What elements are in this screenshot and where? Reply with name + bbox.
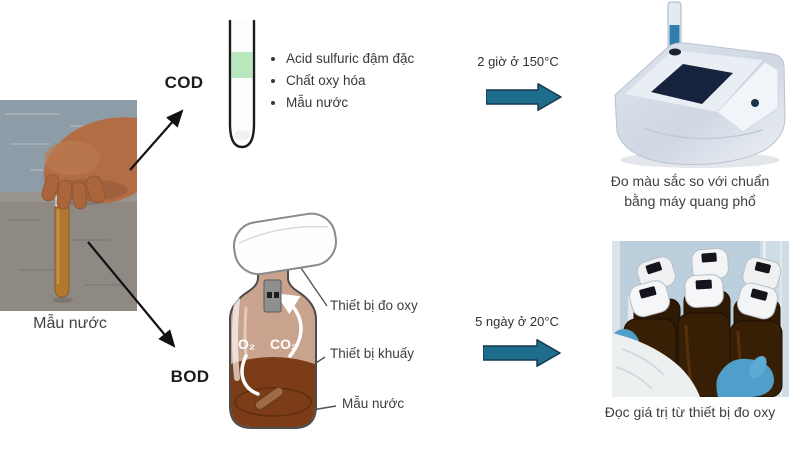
cod-flow-arrow (129, 109, 184, 171)
oxygen-sensor-label: Thiết bị đo oxy (330, 298, 418, 313)
machine-screen (651, 64, 733, 104)
lab-cloth (612, 333, 700, 397)
water-sample-photo (0, 100, 137, 311)
o2-gas-label: O₂ (238, 336, 255, 352)
sensor-cap (233, 212, 337, 276)
cod-process-label: 2 giờ ở 150°C (477, 54, 559, 69)
co2-gas-label: CO₂ (270, 336, 297, 352)
bod-flow-arrow (87, 241, 176, 348)
bod-bottles-photo (612, 241, 789, 397)
reagent-item: Acid sulfuric đậm đặc (286, 51, 466, 66)
spectrophotometer-illustration (614, 1, 786, 168)
reagent-item: Chất oxy hóa (286, 73, 466, 88)
sample-caption: Mẫu nước (33, 315, 107, 332)
cod-result-caption: Đo màu sắc so với chuẩn bằng máy quang p… (610, 173, 770, 210)
reagent-list: Acid sulfuric đậm đặc Chất oxy hóa Mẫu n… (268, 51, 466, 117)
cod-process-arrow (486, 83, 562, 111)
reagent-item: Mẫu nước (286, 95, 466, 110)
bod-result-caption: Đọc giá trị từ thiết bị đo oxy (604, 404, 776, 420)
bod-process-label: 5 ngày ở 20°C (475, 314, 559, 329)
bod-process-arrow (483, 339, 561, 367)
cod-test-tube (228, 19, 256, 149)
bottle-sample-label: Mẫu nước (342, 396, 405, 411)
bod-bottle-illustration: O₂ CO₂ (229, 212, 337, 429)
stirrer-label: Thiết bị khuấy (330, 346, 415, 361)
bod-branch-label: BOD (170, 367, 210, 386)
cod-branch-label: COD (164, 73, 204, 92)
stir-bar (254, 386, 284, 411)
reagent-band (231, 52, 253, 78)
oxygen-probe (263, 279, 282, 313)
